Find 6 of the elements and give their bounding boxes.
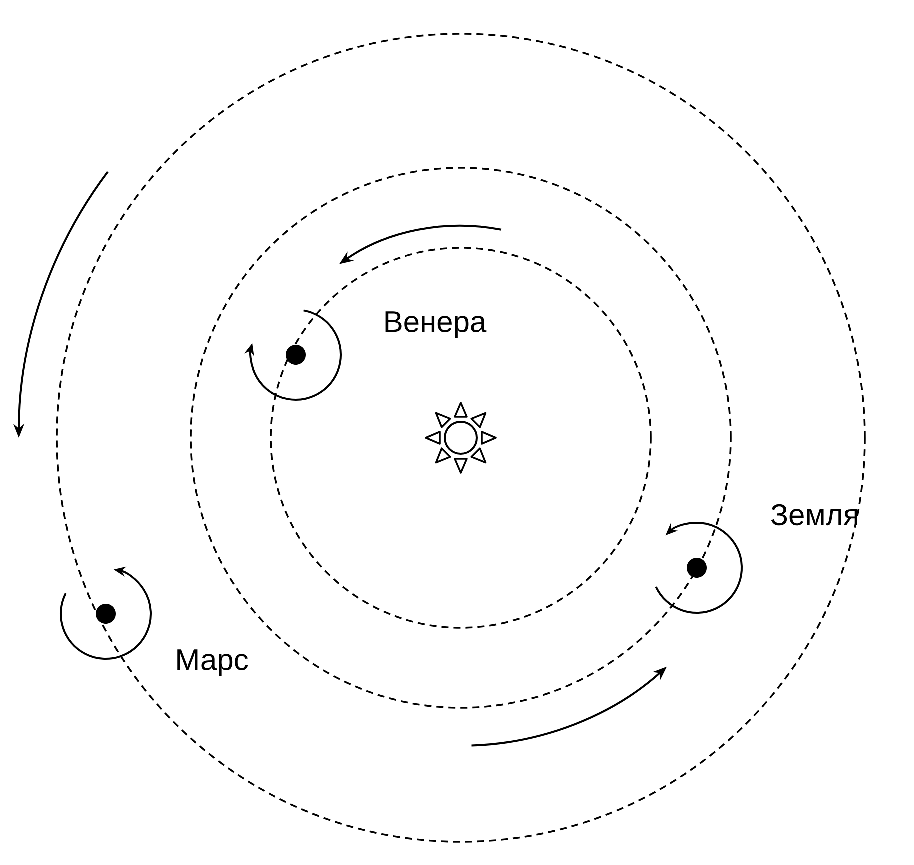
planet-dot [286,345,306,365]
planet-dot [96,604,116,624]
planet-dot [687,558,707,578]
planet-label: Марс [178,650,248,676]
planet-label: Венера [386,312,487,338]
planet-label: Земля [771,504,858,526]
